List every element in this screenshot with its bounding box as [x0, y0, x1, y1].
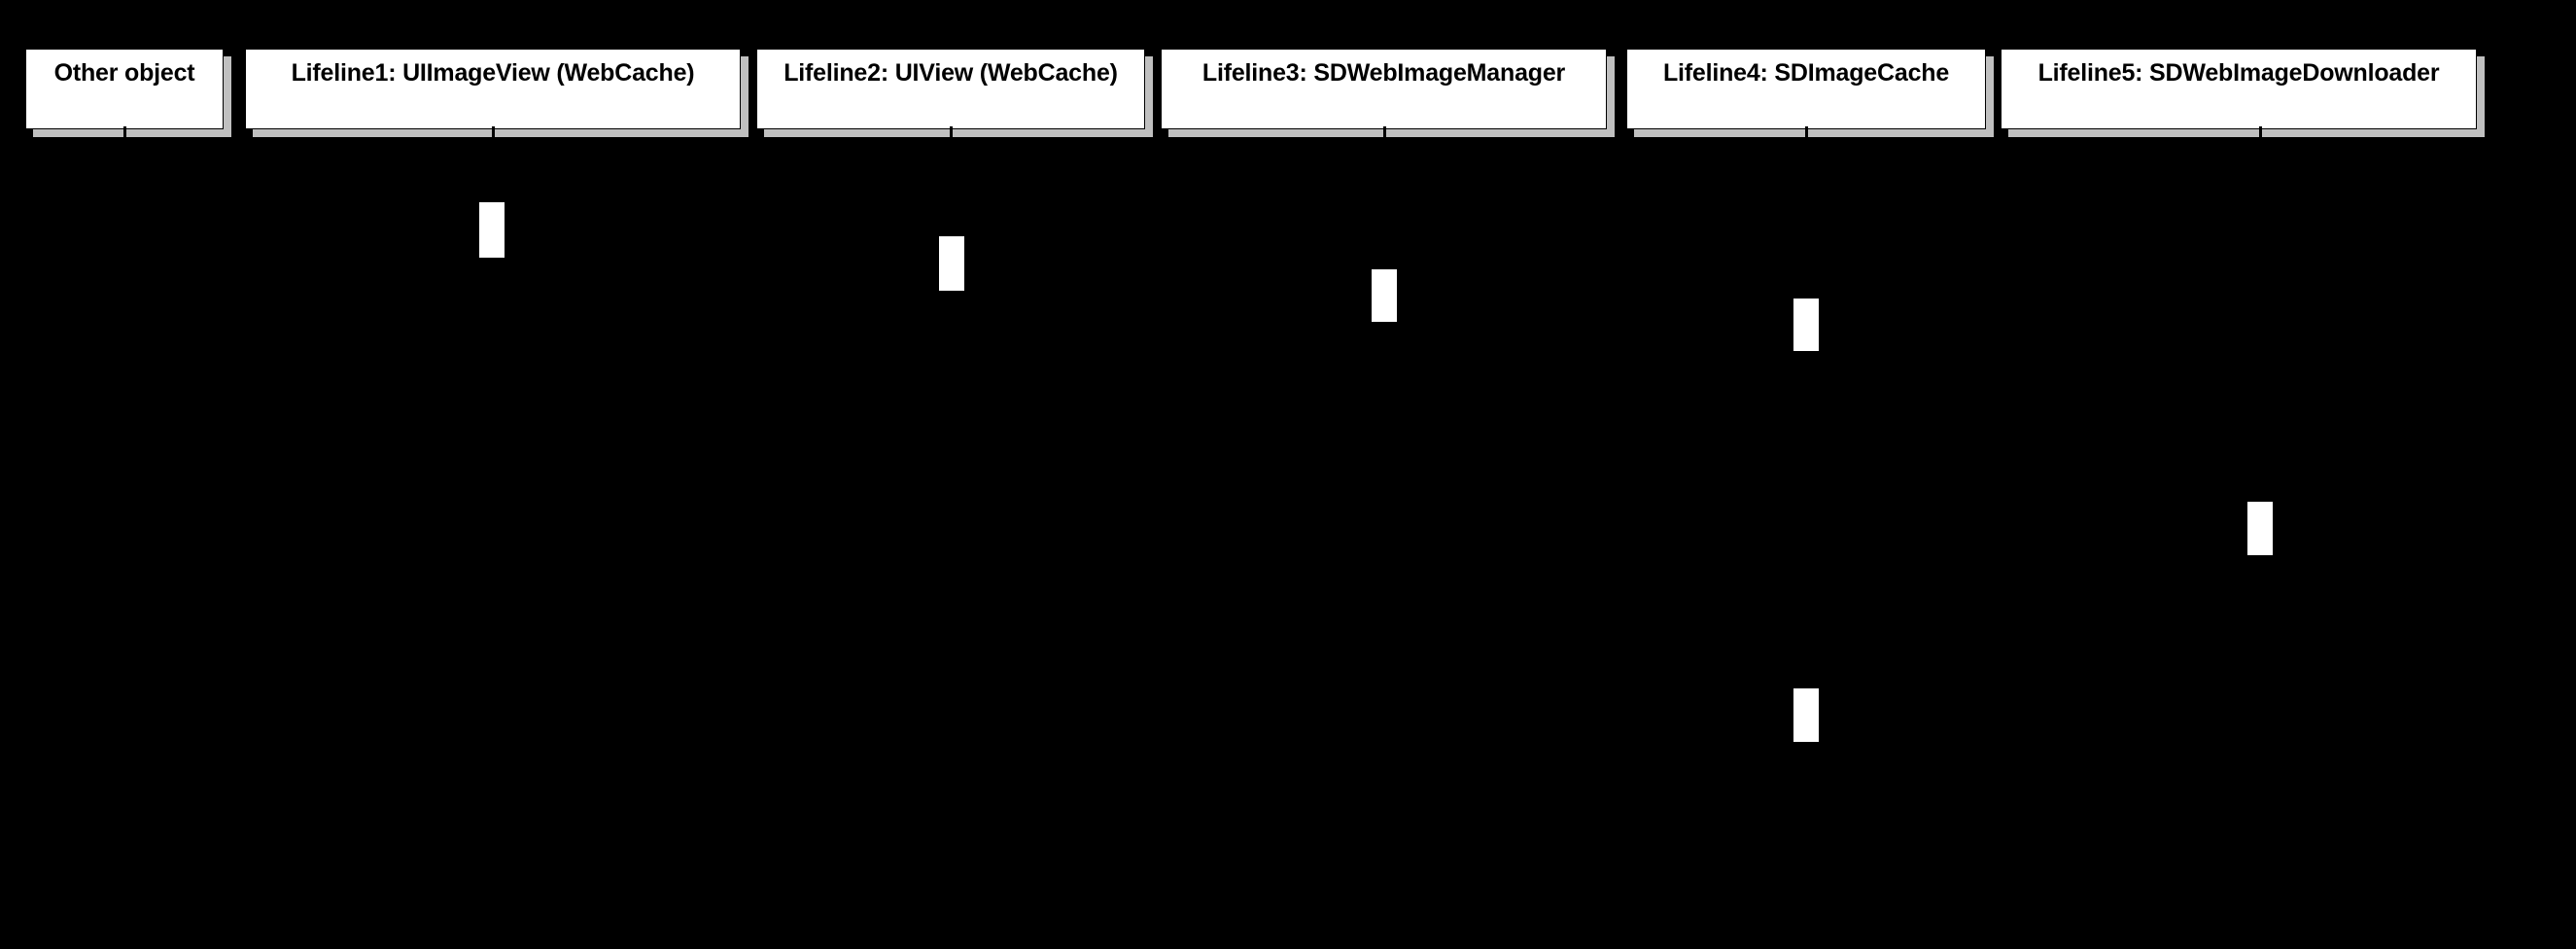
lifeline-tick-lifeline1 — [492, 126, 495, 137]
lifeline-header-box: Lifeline2: UIView (WebCache) — [756, 49, 1145, 129]
lifeline-header-box: Lifeline1: UIImageView (WebCache) — [245, 49, 741, 129]
lifeline-tick-lifeline3 — [1383, 126, 1386, 137]
lifeline-header-box: Lifeline4: SDImageCache — [1626, 49, 1986, 129]
activation-bar-lifeline4-b[interactable] — [1793, 688, 1819, 742]
lifeline-stem-other-object — [123, 129, 125, 949]
lifeline-tick-other-object — [123, 126, 126, 137]
activation-bar-lifeline1[interactable] — [479, 202, 505, 258]
lifeline-tick-lifeline4 — [1805, 126, 1808, 137]
lifeline-header-lifeline1[interactable]: Lifeline1: UIImageView (WebCache) — [245, 49, 748, 137]
lifeline-label-lifeline5: Lifeline5: SDWebImageDownloader — [2037, 59, 2440, 87]
lifeline-tick-lifeline5 — [2259, 126, 2262, 137]
activation-bar-lifeline5[interactable] — [2247, 502, 2273, 555]
lifeline-tick-lifeline2 — [950, 126, 953, 137]
lifeline-label-other-object: Other object — [53, 59, 195, 87]
activation-bar-lifeline4-a[interactable] — [1793, 299, 1819, 351]
lifeline-stem-lifeline2 — [950, 129, 952, 949]
lifeline-header-other-object[interactable]: Other object — [25, 49, 231, 137]
lifeline-header-lifeline2[interactable]: Lifeline2: UIView (WebCache) — [756, 49, 1153, 137]
lifeline-label-lifeline3: Lifeline3: SDWebImageManager — [1201, 59, 1566, 87]
lifeline-header-box: Lifeline3: SDWebImageManager — [1161, 49, 1607, 129]
lifeline-header-lifeline3[interactable]: Lifeline3: SDWebImageManager — [1161, 49, 1615, 137]
activation-bar-lifeline2[interactable] — [939, 236, 964, 291]
lifeline-label-lifeline1: Lifeline1: UIImageView (WebCache) — [291, 59, 695, 87]
lifeline-header-lifeline4[interactable]: Lifeline4: SDImageCache — [1626, 49, 1994, 137]
lifeline-stem-lifeline4 — [1805, 129, 1807, 949]
lifeline-stem-lifeline3 — [1383, 129, 1385, 949]
lifeline-header-box: Other object — [25, 49, 224, 129]
lifeline-label-lifeline2: Lifeline2: UIView (WebCache) — [783, 59, 1118, 87]
lifeline-label-lifeline4: Lifeline4: SDImageCache — [1662, 59, 1950, 87]
lifeline-header-lifeline5[interactable]: Lifeline5: SDWebImageDownloader — [2001, 49, 2485, 137]
lifeline-stem-lifeline1 — [492, 129, 494, 949]
lifeline-header-box: Lifeline5: SDWebImageDownloader — [2001, 49, 2477, 129]
activation-bar-lifeline3[interactable] — [1372, 269, 1397, 322]
